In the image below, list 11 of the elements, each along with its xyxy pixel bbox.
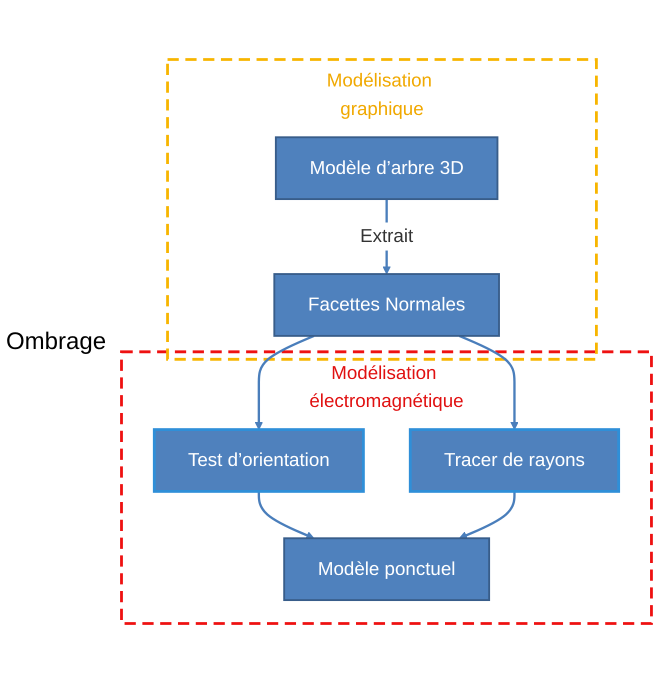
arrow: [254, 335, 314, 430]
arrow: [258, 492, 314, 540]
node-box: Tracer de rayons: [408, 428, 620, 494]
side-note: Ombrage: [6, 328, 106, 356]
node-box: Test d’orientation: [152, 428, 365, 494]
node-box: Modèle d’arbre 3D: [274, 136, 498, 201]
arrow: [459, 492, 516, 540]
edge-label: Extrait: [360, 226, 414, 248]
node-box: Facettes Normales: [273, 274, 500, 338]
arrow: [458, 335, 519, 430]
node-box: Modèle ponctuel: [283, 538, 490, 602]
